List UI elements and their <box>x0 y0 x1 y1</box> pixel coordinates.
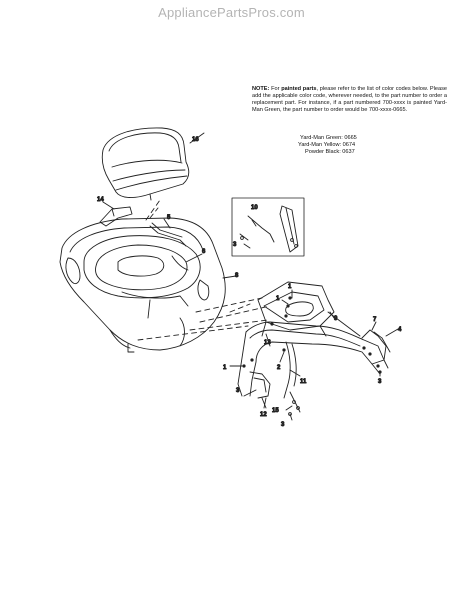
callout-1a: 1 <box>288 284 292 290</box>
callout-15: 15 <box>272 408 279 414</box>
note-text-after: , please refer to the list of color code… <box>252 86 448 114</box>
callout-5: 5 <box>167 215 171 221</box>
hardware-detail-box <box>231 197 305 257</box>
leader-16 <box>189 132 205 144</box>
leader-13 <box>265 333 271 347</box>
seat-adjust-rod <box>149 222 187 247</box>
seat-bracket-part <box>99 206 133 227</box>
leader-5 <box>163 218 171 229</box>
note-text-before: For <box>269 86 282 92</box>
leader-1b <box>281 299 289 305</box>
callout-7: 7 <box>373 317 377 323</box>
leader-14 <box>102 201 115 210</box>
leader-4 <box>385 328 399 337</box>
leader-6 <box>185 253 203 263</box>
painted-parts-note: NOTE: For painted parts, please refer to… <box>252 86 447 114</box>
callout-3d: 3 <box>378 379 382 385</box>
seat-cushion <box>101 127 190 201</box>
callout-1b: 1 <box>276 296 280 302</box>
note-bold-phrase: painted parts <box>281 86 317 92</box>
fender-pan <box>59 217 226 353</box>
callout-16: 16 <box>192 137 199 143</box>
leader-2 <box>279 351 285 363</box>
color-code-black: Powder Black: 0637 <box>305 149 355 155</box>
callout-8: 8 <box>235 273 239 279</box>
callout-3a: 3 <box>233 242 237 248</box>
leader-9 <box>329 311 335 319</box>
left-leg-bracket <box>249 371 271 409</box>
callout-2: 2 <box>277 365 281 371</box>
note-lead: NOTE: <box>252 86 270 92</box>
callout-13: 13 <box>264 340 271 346</box>
callout-3b: 3 <box>236 388 240 394</box>
right-bracket-arms <box>327 311 391 361</box>
callout-11: 11 <box>300 379 307 385</box>
mounting-guide-lines <box>137 199 271 341</box>
leader-11 <box>289 369 301 377</box>
pan-insert-part <box>171 255 189 271</box>
callout-6: 6 <box>202 249 206 255</box>
main-frame <box>237 321 389 399</box>
callout-1c: 1 <box>223 365 227 371</box>
color-code-green: Yard-Man Green: 0665 <box>300 135 357 141</box>
callout-12: 12 <box>260 412 267 418</box>
callout-9: 9 <box>334 316 338 322</box>
leader-12 <box>263 397 267 409</box>
watermark: AppliancePartsPros.com <box>158 5 305 20</box>
hardware-bolts <box>242 296 382 374</box>
callout-4: 4 <box>398 327 402 333</box>
leader-7 <box>371 321 377 331</box>
leader-3b <box>243 389 257 397</box>
callout-3c: 3 <box>281 422 285 428</box>
leader-8 <box>222 275 237 279</box>
callout-10: 10 <box>251 205 258 211</box>
leader-15 <box>285 405 293 411</box>
lower-leg-hardware <box>288 391 301 416</box>
seat-support-frame <box>257 281 335 337</box>
callout-14: 14 <box>97 197 104 203</box>
color-code-yellow: Yard-Man Yellow: 0674 <box>298 142 356 148</box>
leader-3c <box>289 413 293 421</box>
